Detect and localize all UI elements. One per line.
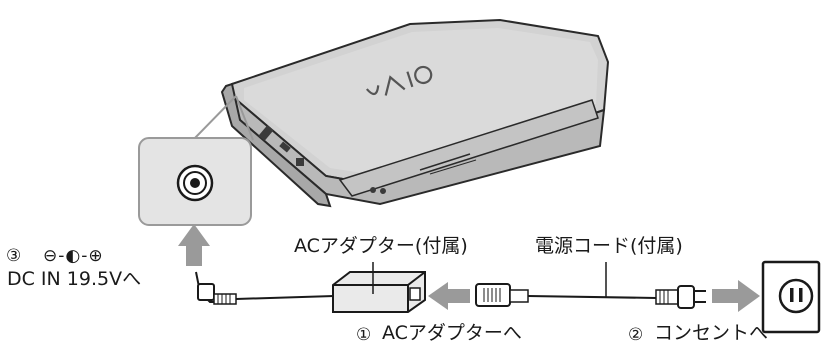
step2-number: ② bbox=[628, 325, 644, 345]
wall-outlet-icon bbox=[761, 260, 821, 334]
ac-adapter-icon bbox=[332, 271, 426, 313]
adapter-label: ACアダプター(付属) bbox=[294, 235, 468, 257]
step3-label: DC IN 19.5Vへ bbox=[7, 268, 142, 290]
dc-polarity-symbol: ⊖-◐-⊕ bbox=[43, 246, 104, 266]
plug-arrow-icon bbox=[712, 280, 760, 312]
dc-jack-icon bbox=[176, 164, 214, 202]
wall-plug bbox=[655, 285, 706, 309]
power-cord bbox=[527, 295, 657, 299]
step2-label: コンセントへ bbox=[654, 322, 769, 344]
connect-to-adapter-arrow bbox=[428, 282, 470, 310]
step1-number: ① bbox=[356, 325, 372, 345]
dc-cable bbox=[235, 295, 335, 300]
cord-connector bbox=[475, 283, 529, 307]
step1-label: ACアダプターへ bbox=[382, 322, 522, 344]
dc-plug bbox=[195, 271, 237, 305]
power-cord-label: 電源コード(付属) bbox=[535, 235, 683, 257]
insert-dc-plug-arrow bbox=[178, 224, 210, 266]
laptop-illustration bbox=[220, 18, 610, 208]
dc-jack-callout bbox=[138, 95, 254, 226]
vaio-logo bbox=[365, 65, 433, 96]
step3-number: ③ bbox=[6, 246, 22, 266]
